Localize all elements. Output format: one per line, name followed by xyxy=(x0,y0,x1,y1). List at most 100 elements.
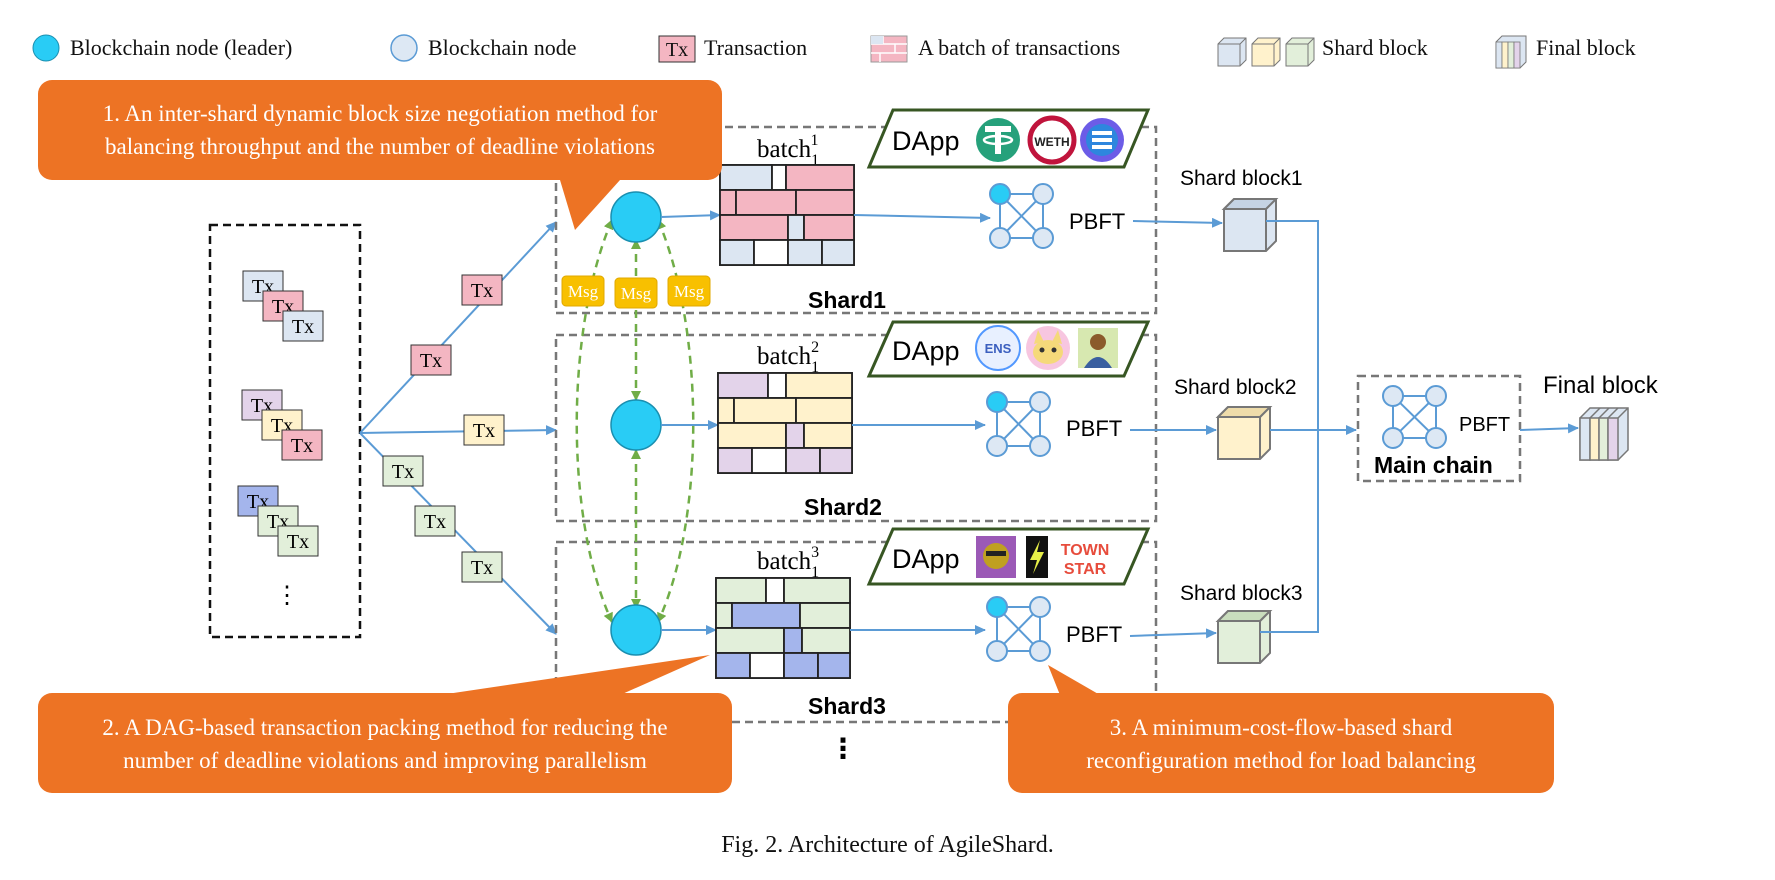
figure-caption: Fig. 2. Architecture of AgileShard. xyxy=(721,832,1054,858)
tx-legend-icon-label: Tx xyxy=(666,39,688,61)
shard-block1-cube xyxy=(1221,198,1279,252)
shard3-label: Shard3 xyxy=(808,693,886,719)
shard-block2-label: Shard block2 xyxy=(1174,376,1297,399)
tx-label: Tx xyxy=(392,461,414,483)
leader-node-icon xyxy=(32,34,60,62)
batch2-label: batch12 xyxy=(757,339,819,376)
tx-label: Tx xyxy=(424,511,446,533)
ape-icon xyxy=(976,536,1016,578)
shard1-pbft-cluster xyxy=(989,183,1054,249)
legend-leader-label: Blockchain node (leader) xyxy=(70,35,292,60)
tether-icon xyxy=(976,118,1020,162)
callout-3-line1: 3. A minimum-cost-flow-based shard xyxy=(1109,715,1453,740)
tx-legend-icon xyxy=(658,35,696,63)
main-to-final-arrow xyxy=(1519,423,1579,434)
batch3-label: batch13 xyxy=(757,544,819,581)
final-block-label: Final block xyxy=(1543,372,1659,399)
dispatch-arrows xyxy=(359,221,557,635)
callout-2-line2: number of deadline violations and improv… xyxy=(123,748,647,773)
tx-label: Tx xyxy=(420,350,442,372)
callout-3 xyxy=(1008,665,1554,793)
negotiation-links xyxy=(575,219,695,623)
tx-group-3: Tx Tx Tx xyxy=(237,485,319,557)
shard-block1-label: Shard block1 xyxy=(1180,167,1303,190)
msg-label: Msg xyxy=(621,284,652,303)
pbft-to-shard-block-arrow xyxy=(1132,217,1223,228)
batch2-block xyxy=(717,372,853,474)
tx-group-1: Tx Tx Tx xyxy=(242,270,324,342)
callout-1-line1: 1. An inter-shard dynamic block size neg… xyxy=(102,101,658,126)
ethereum-name-icon xyxy=(1080,118,1124,162)
shard2-pbft-cluster xyxy=(986,391,1051,457)
final-block-legend-icon xyxy=(1495,35,1527,69)
weth-icon: WETH xyxy=(1027,115,1077,165)
shard1-dapp-label: DApp xyxy=(892,126,960,156)
shard3-pbft-cluster xyxy=(986,596,1051,662)
shard-block2-cube xyxy=(1215,406,1273,460)
ens-icon: ENS xyxy=(975,325,1021,371)
tx-label: Tx xyxy=(471,557,493,579)
tx-label: Tx xyxy=(473,420,495,442)
msg-label: Msg xyxy=(568,282,599,301)
shard2-leader-node xyxy=(610,399,662,451)
shard-block3-cube xyxy=(1215,610,1273,664)
shard-to-main-lines xyxy=(1260,220,1357,633)
msg-boxes: Msg Msg Msg xyxy=(561,275,711,309)
callout-2-text: 2. A DAG-based transaction packing metho… xyxy=(48,711,722,777)
batch3-block xyxy=(715,577,851,679)
main-chain-label: Main chain xyxy=(1374,452,1493,478)
shard3-dapp-label: DApp xyxy=(892,544,960,574)
batch-to-pbft-arrow xyxy=(853,212,991,223)
callout-1-line2: balancing throughput and the number of d… xyxy=(105,134,655,159)
shard3-box xyxy=(554,540,1158,724)
shard1-pbft-label: PBFT xyxy=(1069,209,1125,234)
shard1-box xyxy=(554,125,1158,315)
legend-batch-label: A batch of transactions xyxy=(918,35,1120,60)
townstar-icon: TOWN STAR xyxy=(1058,536,1112,578)
shard3-leader-node xyxy=(610,604,662,656)
callout-3-line2: reconfiguration method for load balancin… xyxy=(1086,748,1476,773)
svg-text:WETH: WETH xyxy=(1034,135,1069,149)
transaction-pool xyxy=(208,223,362,639)
tx-label: Tx xyxy=(471,280,493,302)
shard2-box xyxy=(554,333,1158,523)
batch1-block xyxy=(719,164,855,266)
tx-group-2: Tx Tx Tx xyxy=(241,389,323,461)
legend-shard-block-label: Shard block xyxy=(1322,35,1428,60)
shard2-dapp-label: DApp xyxy=(892,336,960,366)
tx-label: Tx xyxy=(287,531,309,553)
batch-legend-icon xyxy=(870,35,908,63)
callout-1 xyxy=(38,80,722,230)
shard-ellipsis: ⋮ xyxy=(829,733,857,764)
legend-transaction-label: Transaction xyxy=(704,35,807,60)
svg-text:STAR: STAR xyxy=(1064,561,1107,578)
lightning-icon xyxy=(1026,536,1048,578)
tx-label: Tx xyxy=(292,316,314,338)
node-icon xyxy=(390,34,418,62)
tx-label: Tx xyxy=(291,435,313,457)
callout-2 xyxy=(38,655,732,793)
shard2-pbft-label: PBFT xyxy=(1066,416,1122,441)
shard1-leader-node xyxy=(610,191,662,243)
shard1-dapp: DApp WETH xyxy=(866,108,1151,169)
shard1-label: Shard1 xyxy=(808,287,886,313)
main-chain-box xyxy=(1356,374,1522,483)
callout-2-line1: 2. A DAG-based transaction packing metho… xyxy=(102,715,668,740)
leader-to-batch-arrow xyxy=(660,210,721,221)
pbft-to-shard-block-arrow xyxy=(1129,628,1217,639)
final-block-icon xyxy=(1579,407,1629,461)
shard-block-legend-icon xyxy=(1217,37,1315,67)
msg-label: Msg xyxy=(674,282,705,301)
pool-ellipsis: ⋮ xyxy=(275,583,299,609)
shard-block3-label: Shard block3 xyxy=(1180,582,1303,605)
svg-text:ENS: ENS xyxy=(985,341,1012,356)
shard2-label: Shard2 xyxy=(804,494,882,520)
shard3-dapp: DApp TOWN STAR xyxy=(866,527,1151,586)
batch1-label: batch11 xyxy=(757,132,819,169)
avatar-icon xyxy=(1078,328,1118,368)
main-chain-pbft-label: PBFT xyxy=(1459,414,1510,436)
cryptokitty-icon xyxy=(1026,326,1070,370)
routing-txs: Tx Tx Tx Tx Tx Tx xyxy=(382,274,505,583)
